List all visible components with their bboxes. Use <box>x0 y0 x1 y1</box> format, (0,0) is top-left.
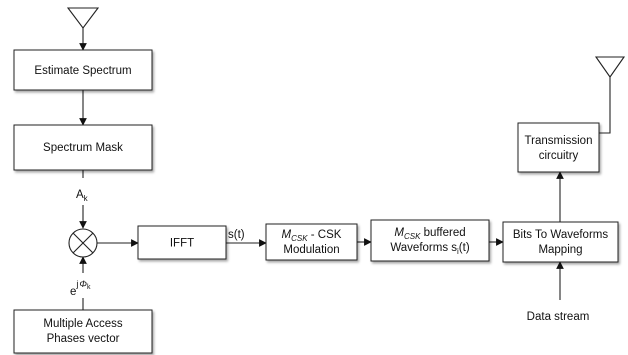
csk-rest: - CSK <box>308 229 342 241</box>
ak-main: A <box>76 189 84 201</box>
transmission-circuitry-block: Transmission circuitry <box>517 122 600 173</box>
bits-to-waveforms-label-line1: Bits To Waveforms <box>513 229 608 241</box>
ifft-block: IFFT <box>137 225 227 260</box>
ifft-label: IFFT <box>170 238 194 250</box>
bits-to-waveforms-block: Bits To Waveforms Mapping <box>502 221 619 263</box>
csk-modulation-label-line1: MCSK - CSK <box>282 229 342 243</box>
data-stream-label: Data stream <box>527 311 590 323</box>
ak-sub: k <box>84 194 89 203</box>
multiple-access-label-line2: Phases vector <box>47 333 120 345</box>
estimate-spectrum-block: Estimate Spectrum <box>13 49 153 91</box>
receive-antenna-icon <box>66 7 100 29</box>
csk-m-sub: CSK <box>291 234 308 243</box>
transmission-label-line1: Transmission <box>525 135 593 147</box>
transmit-antenna-icon <box>594 56 626 78</box>
spectrum-mask-label: Spectrum Mask <box>43 142 123 154</box>
phase-base: e <box>70 286 76 298</box>
csk-m: M <box>282 229 292 241</box>
estimate-spectrum-label: Estimate Spectrum <box>34 65 131 77</box>
csk-modulation-label-line2: Modulation <box>283 244 339 256</box>
buffered-label-line1: MCSK buffered <box>394 227 465 241</box>
multiple-access-label-line1: Multiple Access <box>43 318 123 330</box>
mixer-multiply-icon <box>68 228 98 258</box>
buffered-waveforms-s: Waveforms s <box>390 242 457 254</box>
phase-sup-k: k <box>87 284 91 291</box>
phase-sup-j: j <box>75 279 78 289</box>
buffered-m: M <box>394 227 404 239</box>
amplitude-ak-label: Ak <box>76 189 89 203</box>
connections <box>79 28 611 310</box>
csk-modulation-block: MCSK - CSK Modulation <box>265 223 358 261</box>
multiple-access-phases-block: Multiple Access Phases vector <box>13 309 153 354</box>
st-signal-label: s(t) <box>228 229 245 241</box>
buffered-waveforms-tail: (t) <box>459 242 470 254</box>
transmission-label-line2: circuitry <box>539 150 579 162</box>
buffered-rest: buffered <box>420 227 465 239</box>
buffered-waveforms-block: MCSK buffered Waveforms si(t) <box>370 219 490 262</box>
bits-to-waveforms-label-line2: Mapping <box>538 244 582 256</box>
buffered-label-line2: Waveforms si(t) <box>390 242 469 256</box>
spectrum-mask-block: Spectrum Mask <box>13 124 153 171</box>
buffered-m-sub: CSK <box>404 232 421 241</box>
phase-sup-phi: Φ <box>79 279 87 289</box>
phase-exponential-label: ejΦk <box>70 279 91 298</box>
buffered-waveforms-sub: i <box>457 247 459 256</box>
